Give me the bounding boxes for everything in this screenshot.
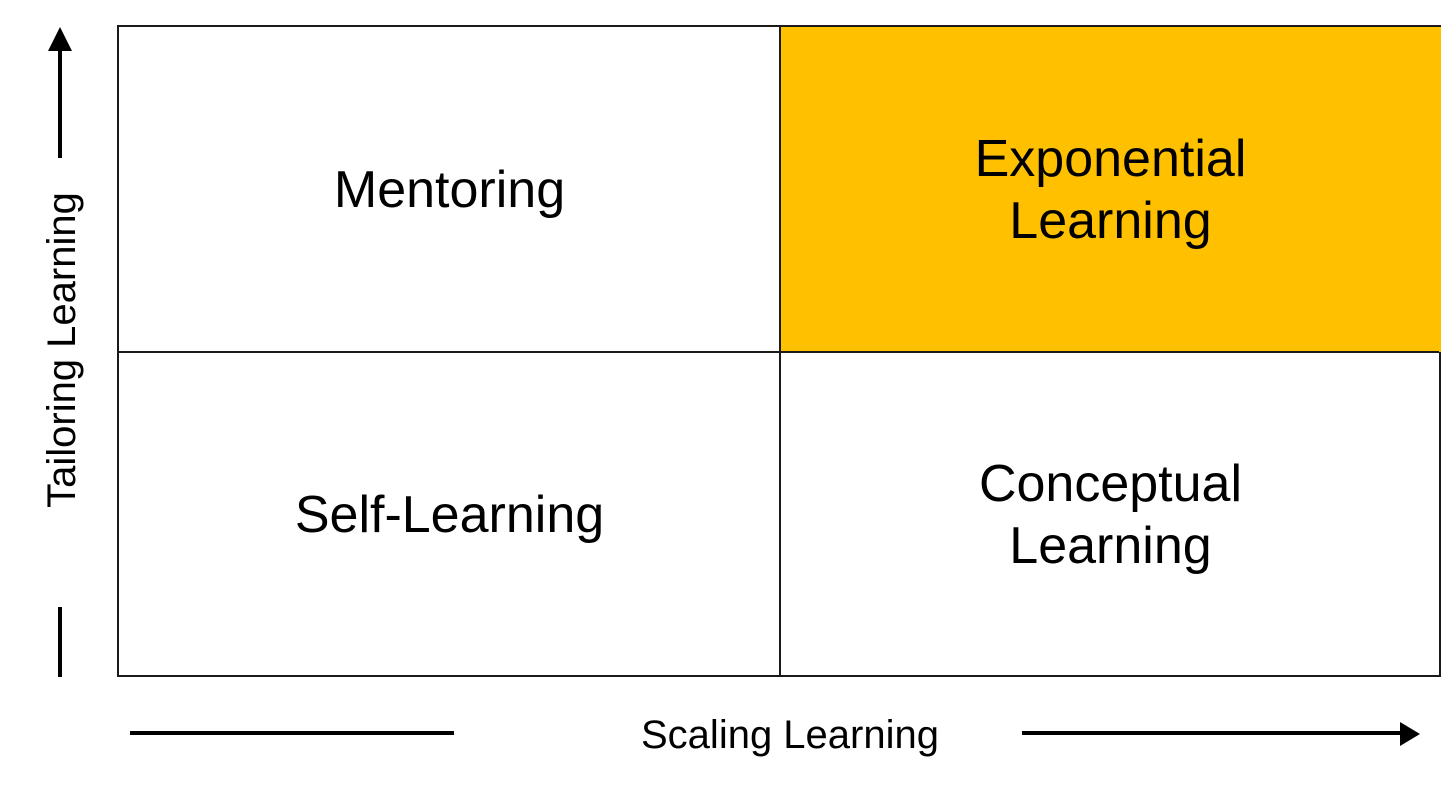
quadrant-mentoring: Mentoring [119,27,780,352]
arrow-up-icon [48,27,72,51]
matrix-grid: Mentoring Exponential Learning Self-Lear… [117,25,1441,677]
quadrant-self-learning: Self-Learning [119,352,780,677]
arrow-right-icon [1400,722,1420,746]
y-axis-line-bottom [58,607,62,677]
y-axis-label: Tailoring Learning [40,192,84,508]
quadrant-label: Self-Learning [294,485,605,544]
quadrant-conceptual-learning: Conceptual Learning [780,352,1441,677]
x-axis-line-left [130,731,454,735]
quadrant-label: Exponential Learning [974,129,1247,250]
horizontal-divider [119,351,1439,353]
quadrant-label: Mentoring [333,160,566,219]
quadrant-exponential-learning: Exponential Learning [780,27,1441,352]
x-axis-line-right [1022,731,1402,735]
y-axis-line-top [58,50,62,158]
x-axis-label: Scaling Learning [641,713,939,757]
quadrant-label: Conceptual Learning [978,454,1243,575]
